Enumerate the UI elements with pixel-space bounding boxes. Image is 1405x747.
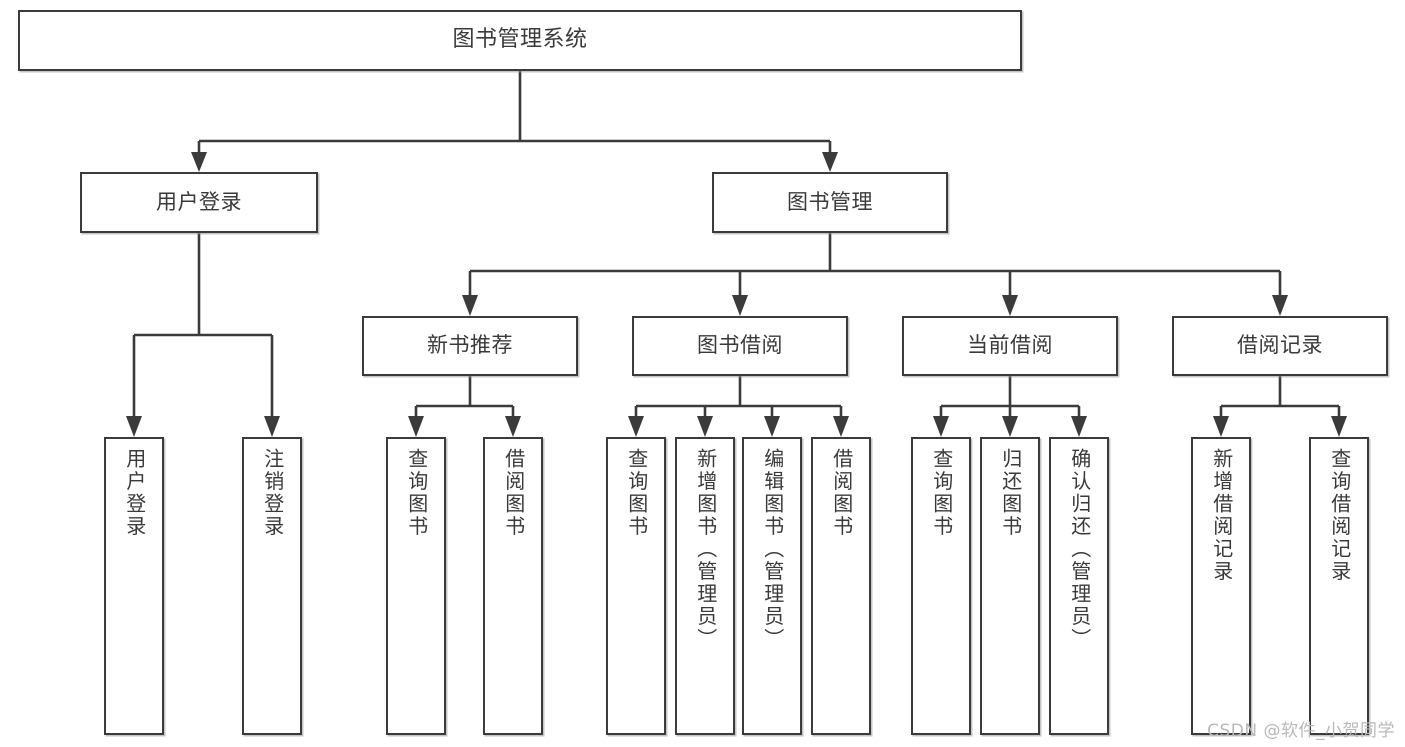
node-label: 新增借阅记录	[1209, 448, 1234, 583]
node-label: 查询图书	[404, 448, 429, 538]
leaf-records-add-record[interactable]: 新增借阅记录	[1191, 437, 1251, 735]
node-label: 借阅图书	[501, 448, 526, 538]
leaf-borrow-borrow-book[interactable]: 借阅图书	[811, 437, 871, 735]
node-label: 图书管理系统	[452, 27, 588, 53]
node-label: 确认归还（管理员）	[1067, 448, 1092, 651]
node-label: 新增图书（管理员）	[693, 448, 718, 651]
node-new-book-recommend[interactable]: 新书推荐	[362, 316, 578, 376]
node-label: 归还图书	[998, 448, 1023, 538]
node-borrow-records[interactable]: 借阅记录	[1172, 316, 1388, 376]
node-label: 查询图书	[624, 448, 649, 538]
node-label: 图书管理	[787, 189, 873, 214]
node-label: 用户登录	[122, 448, 147, 538]
leaf-borrow-edit-book-admin[interactable]: 编辑图书（管理员）	[742, 437, 802, 735]
node-current-borrow[interactable]: 当前借阅	[902, 316, 1118, 376]
leaf-current-confirm-return-admin[interactable]: 确认归还（管理员）	[1049, 437, 1109, 735]
node-label: 借阅图书	[829, 448, 854, 538]
leaf-current-return-book[interactable]: 归还图书	[980, 437, 1040, 735]
node-user-login[interactable]: 用户登录	[80, 172, 318, 233]
leaf-user-login[interactable]: 用户登录	[104, 437, 164, 735]
leaf-borrow-add-book-admin[interactable]: 新增图书（管理员）	[675, 437, 735, 735]
node-label: 查询图书	[929, 448, 954, 538]
leaf-records-query-record[interactable]: 查询借阅记录	[1309, 437, 1369, 735]
node-label: 查询借阅记录	[1327, 448, 1352, 583]
leaf-current-query-book[interactable]: 查询图书	[911, 437, 971, 735]
leaf-user-logout[interactable]: 注销登录	[242, 437, 302, 735]
leaf-borrow-query-book[interactable]: 查询图书	[606, 437, 666, 735]
node-label: 编辑图书（管理员）	[760, 448, 785, 651]
node-label: 图书借阅	[697, 333, 783, 358]
watermark-text: CSDN @软件_小贺同学	[1207, 721, 1395, 741]
node-book-borrow[interactable]: 图书借阅	[632, 316, 848, 376]
node-label: 新书推荐	[427, 333, 513, 358]
leaf-newbook-query-book[interactable]: 查询图书	[386, 437, 446, 735]
node-label: 借阅记录	[1237, 333, 1323, 358]
node-label: 当前借阅	[967, 333, 1053, 358]
node-book-management[interactable]: 图书管理	[712, 172, 948, 233]
node-label: 用户登录	[156, 189, 242, 214]
leaf-newbook-borrow-book[interactable]: 借阅图书	[483, 437, 543, 735]
node-root-system[interactable]: 图书管理系统	[18, 10, 1022, 71]
node-label: 注销登录	[260, 448, 285, 538]
